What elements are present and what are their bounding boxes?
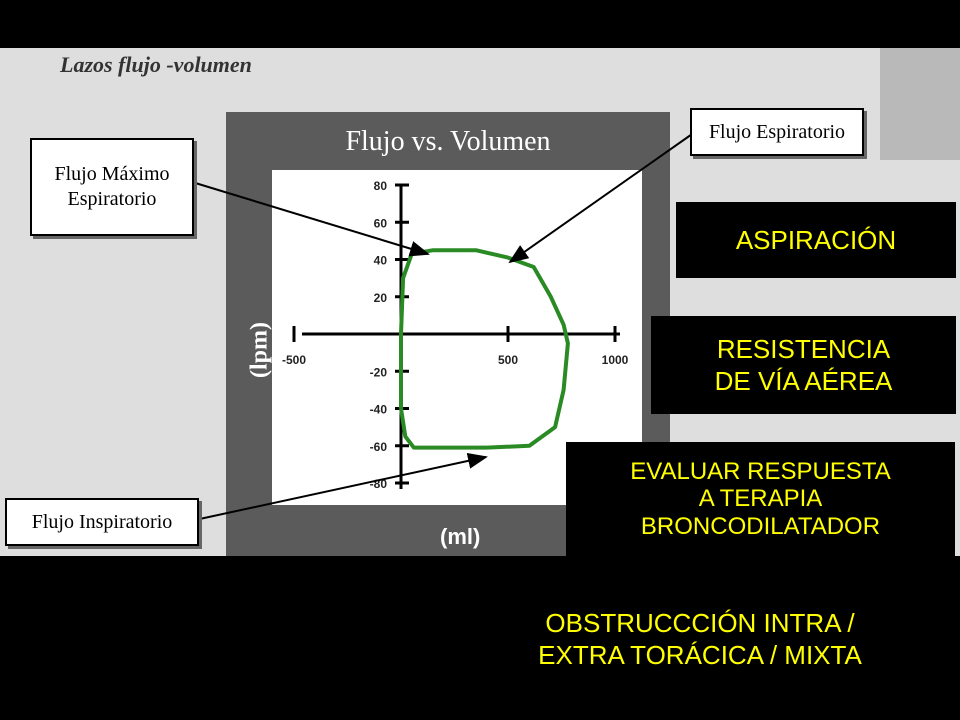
topic-obstruccion: OBSTRUCCCIÓN INTRA / EXTRA TORÁCICA / MI… bbox=[455, 598, 945, 680]
topic-aspiracion: ASPIRACIÓN bbox=[676, 202, 956, 278]
topic-evaluar-respuesta: EVALUAR RESPUESTA A TERAPIA BRONCODILATA… bbox=[566, 442, 955, 556]
topic-resistencia: RESISTENCIA DE VÍA AÉREA bbox=[651, 316, 956, 414]
y-tick-label: 40 bbox=[374, 254, 388, 268]
x-axis-label: (ml) bbox=[440, 524, 481, 549]
topic-evaluar-line-3: BRONCODILATADOR bbox=[640, 512, 881, 540]
callout-fme-line-2: Espiratorio bbox=[67, 188, 157, 210]
slide-caption: Lazos flujo -volumen bbox=[60, 52, 252, 77]
chart-title: Flujo vs. Volumen bbox=[345, 126, 551, 157]
x-tick-label: 500 bbox=[498, 353, 518, 367]
topic-evaluar-line-2: A TERAPIA bbox=[698, 485, 823, 513]
topic-resistencia-line-1: RESISTENCIA bbox=[716, 333, 891, 364]
topic-resistencia-line-2: DE VÍA AÉREA bbox=[714, 366, 893, 396]
y-tick-label: -60 bbox=[370, 440, 388, 454]
callout-flujo-maximo-espiratorio: Flujo Máximo Espiratorio bbox=[30, 138, 194, 236]
x-tick-label: 1000 bbox=[602, 353, 629, 367]
callout-fme-line-1: Flujo Máximo bbox=[54, 163, 170, 185]
corner-block bbox=[880, 48, 960, 160]
arrow-flujo-inspiratorio bbox=[194, 452, 488, 521]
callout-flujo-inspiratorio: Flujo Inspiratorio bbox=[5, 498, 199, 546]
y-tick-label: 80 bbox=[374, 179, 388, 193]
topic-evaluar-line-1: EVALUAR RESPUESTA bbox=[630, 457, 891, 485]
y-tick-label: 60 bbox=[374, 216, 388, 230]
y-tick-label: -20 bbox=[370, 365, 388, 379]
topic-obstruccion-line-2: EXTRA TORÁCICA / MIXTA bbox=[538, 640, 862, 670]
y-tick-label: 20 bbox=[374, 291, 388, 305]
topic-obstruccion-line-1: OBSTRUCCCIÓN INTRA / bbox=[545, 607, 855, 638]
arrow-flujo-maximo bbox=[191, 181, 430, 257]
x-tick-label: -500 bbox=[282, 353, 306, 367]
y-tick-label: -40 bbox=[370, 403, 388, 417]
arrow-flujo-espiratorio bbox=[508, 131, 696, 264]
callout-flujo-espiratorio: Flujo Espiratorio bbox=[690, 108, 864, 156]
